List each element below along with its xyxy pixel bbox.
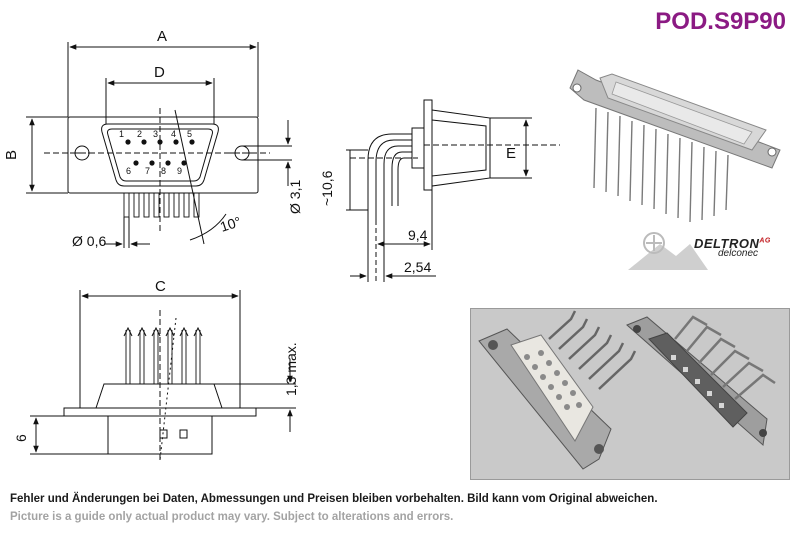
mountain-logo-icon — [628, 232, 708, 270]
pin-number: 2 — [137, 129, 142, 139]
product-code: POD.S9P90 — [655, 8, 786, 35]
pin-number: 8 — [161, 166, 166, 176]
pin-number: 1 — [119, 129, 124, 139]
pin-numbers-top: 1 2 3 4 5 — [119, 129, 192, 139]
disclaimer-german: Fehler und Änderungen bei Daten, Abmessu… — [10, 493, 658, 505]
dimension-label-a: A — [157, 28, 167, 45]
product-photo — [470, 308, 790, 480]
max-height-label: 1,3 max. — [283, 342, 299, 396]
pin-contacts — [125, 139, 195, 166]
front-view — [26, 42, 292, 248]
pin-numbers-bottom: 6 7 8 9 — [126, 166, 182, 176]
bottom-view — [30, 290, 296, 462]
dimension-label-2-54: 2,54 — [404, 259, 431, 275]
hole-diameter-label: Ø 3,1 — [287, 180, 303, 214]
disclaimer-english: Picture is a guide only actual product m… — [10, 511, 454, 523]
brand-logo: DELTRONAG delconec — [694, 236, 771, 259]
dimension-label-d: D — [154, 64, 165, 81]
side-view — [346, 99, 560, 282]
product-render — [569, 69, 781, 223]
dimension-label-6: 6 — [13, 434, 29, 442]
pin-number: 6 — [126, 166, 131, 176]
pin-number: 3 — [153, 129, 158, 139]
pin-number: 5 — [187, 129, 192, 139]
dimension-label-9-4: 9,4 — [408, 227, 428, 243]
pin-number: 4 — [171, 129, 176, 139]
pin-number: 9 — [177, 166, 182, 176]
bend-height-label: ~10,6 — [319, 170, 335, 206]
dimension-label-c: C — [155, 278, 166, 295]
dimension-label-b: B — [3, 150, 20, 160]
dimension-label-e: E — [506, 145, 516, 162]
pin-number: 7 — [145, 166, 150, 176]
brand-sub: delconec — [718, 248, 759, 259]
brand-name: DELTRON — [694, 236, 760, 251]
brand-suffix: AG — [759, 237, 771, 245]
pin-diameter-label: Ø 0,6 — [72, 233, 106, 249]
angle-label: 10° — [218, 213, 243, 235]
